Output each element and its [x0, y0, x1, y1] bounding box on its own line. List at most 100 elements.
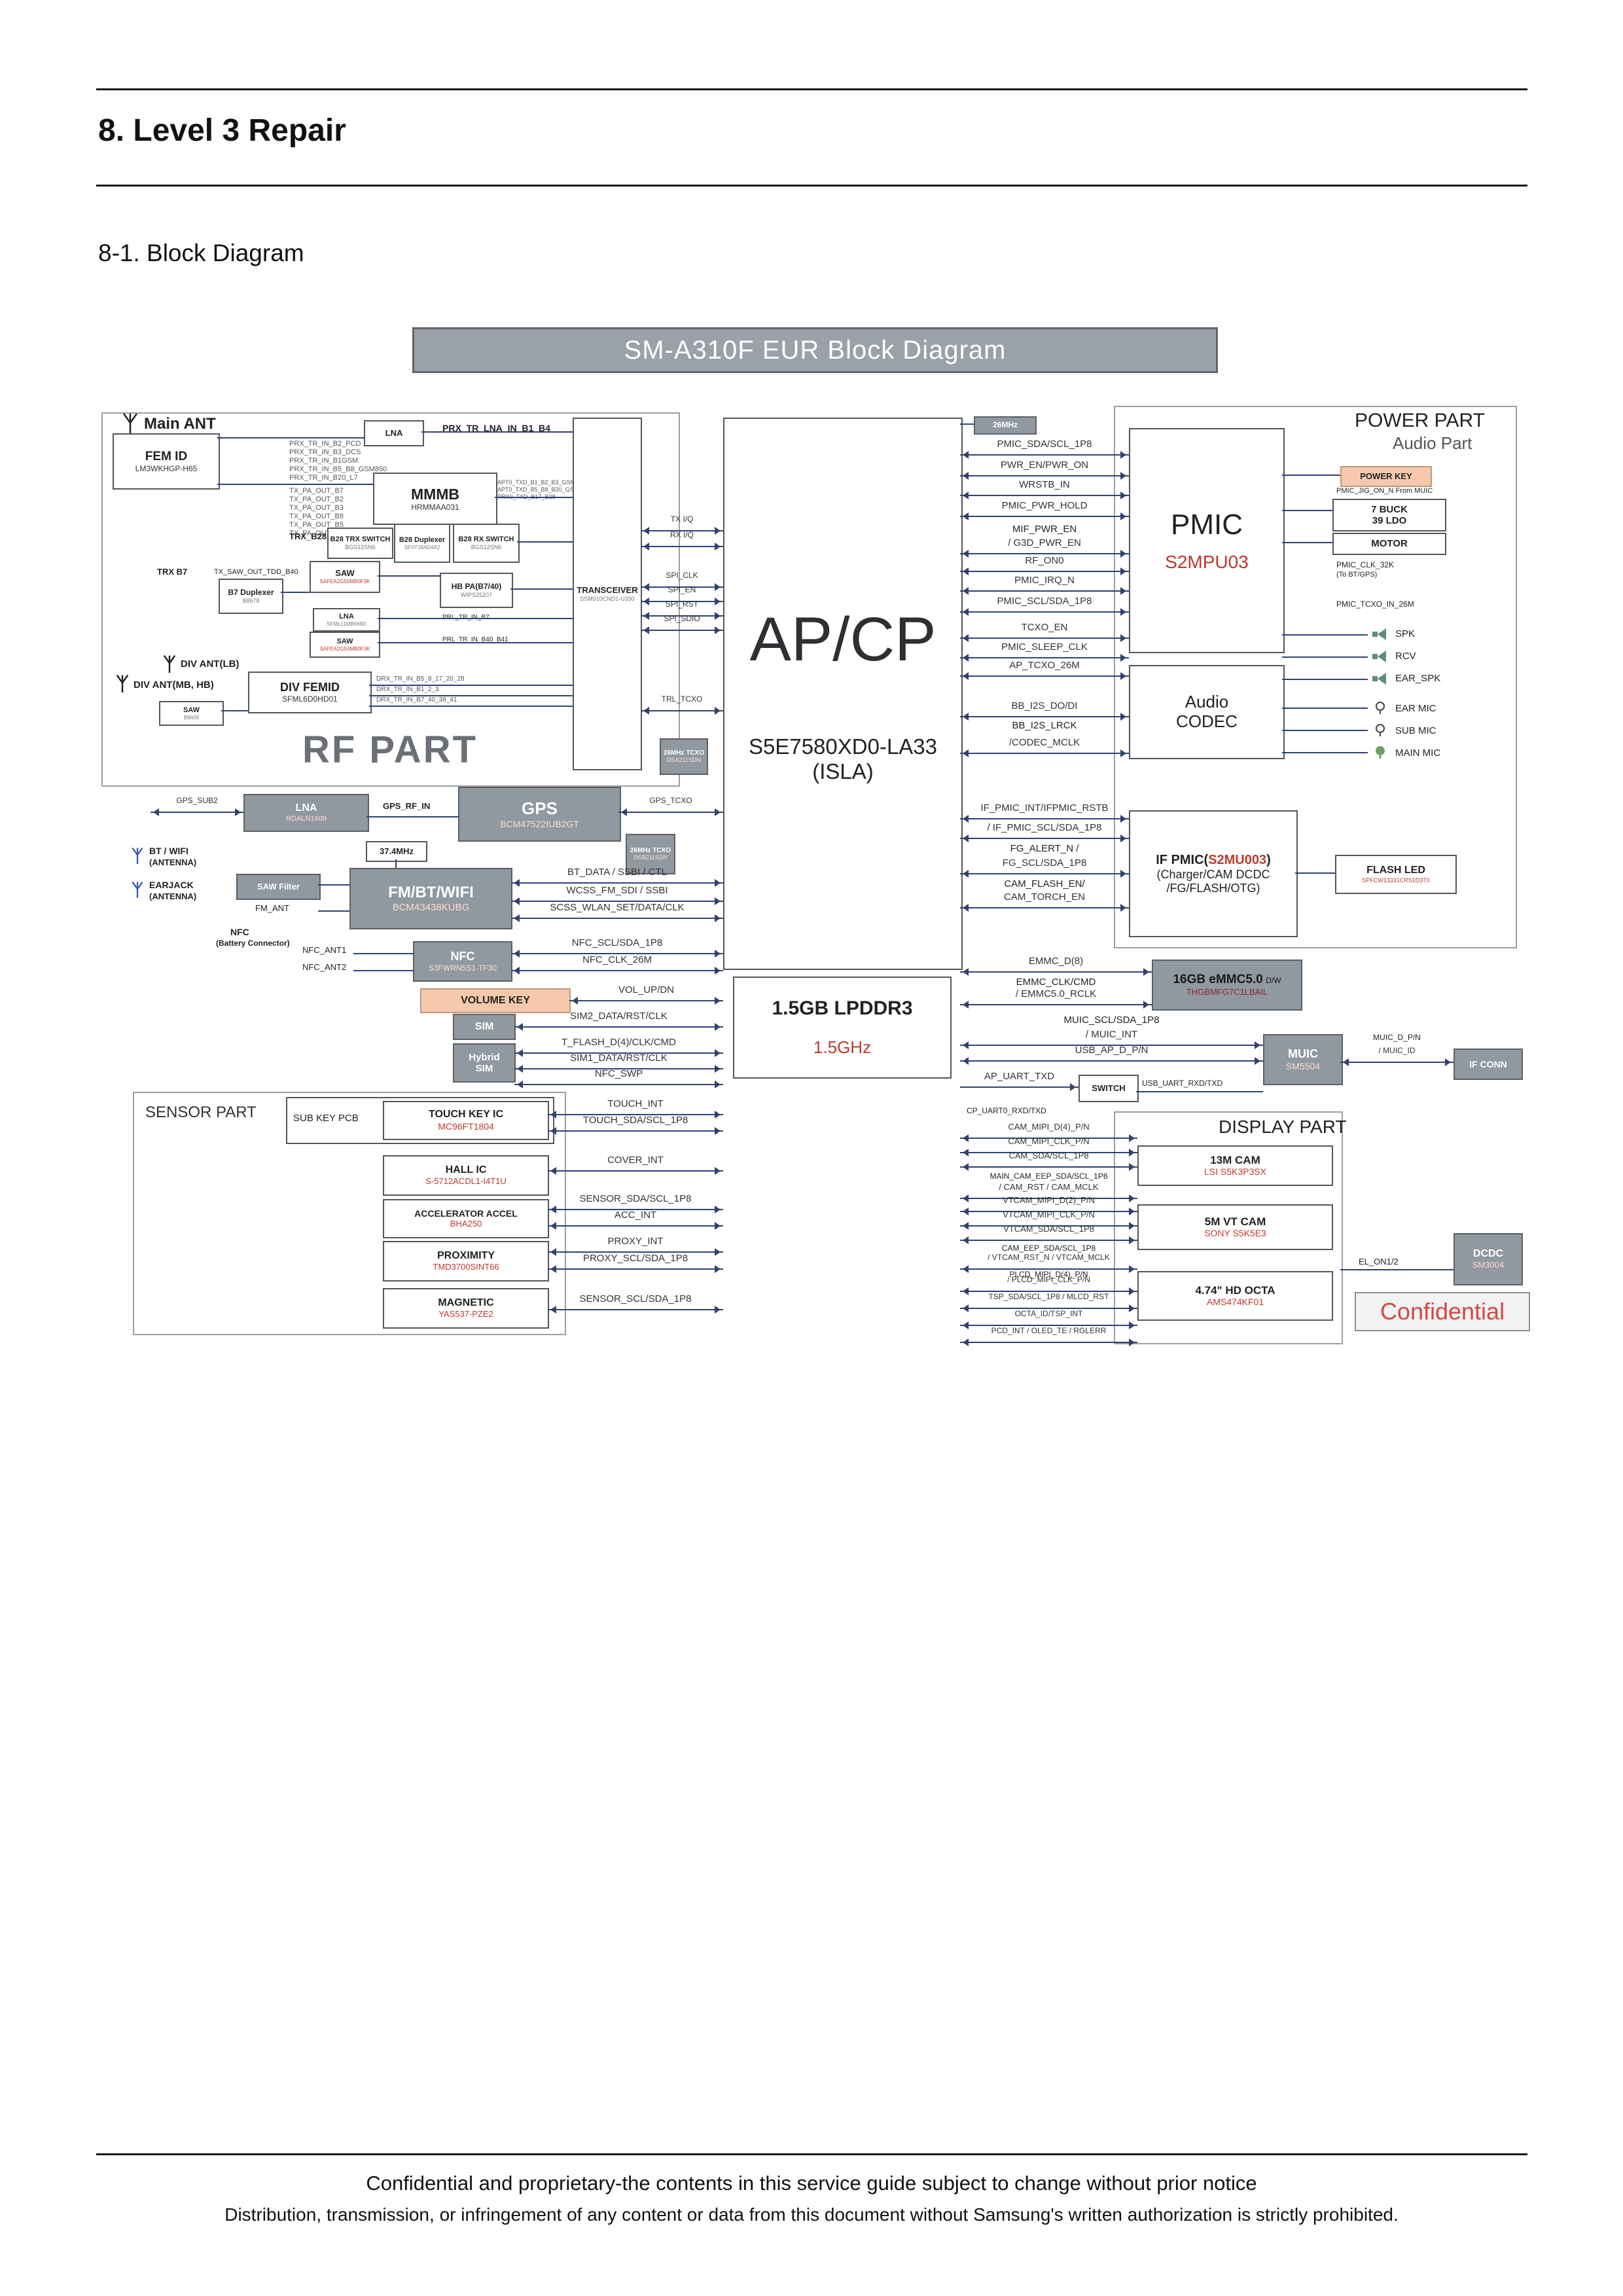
signal-row: PMIC_IRQ_N [960, 575, 1129, 595]
wire [641, 707, 723, 715]
signal-row: SIM1_DATA/RST/CLK [514, 1052, 723, 1073]
el-on-label: EL_ON1/2 [1359, 1257, 1399, 1266]
prl-b7-label: PRL_TR_IN_B7 [442, 614, 490, 621]
signal-row: VTCAM_SDA/SCL_1P8 [960, 1224, 1137, 1244]
wire [960, 1222, 1137, 1230]
tcxo-in-label: PMIC_TCXO_IN_26M [1336, 600, 1414, 609]
uart-switch-block: SWITCH [1079, 1075, 1139, 1102]
magnetic-block: MAGNETIC YAS537-PZE2 [383, 1288, 549, 1329]
audio-codec-block: Audio CODEC [1129, 665, 1285, 759]
gps-lna-block: LNA RDALN1609 [243, 794, 369, 832]
wire [960, 1083, 1079, 1091]
wire [641, 612, 723, 620]
wire [960, 634, 1129, 642]
wire [960, 968, 1152, 976]
signal-row: RX I/Q [641, 530, 723, 550]
wire [1282, 510, 1332, 511]
signal-row: WRSTB_IN [960, 479, 1129, 499]
gps-tcxo-block: 26MHz TCXO DSB211SDN [626, 834, 675, 874]
wire [960, 1149, 1137, 1157]
wire [318, 884, 349, 886]
pmic-block: PMIC S2MPU03 [1129, 428, 1285, 653]
signal-row: SPI_SDIO [641, 614, 723, 634]
signal-label: CAM_FLASH_EN/ [1004, 878, 1085, 889]
wire [511, 914, 723, 922]
signal-row: RF_ON0 [960, 555, 1129, 575]
signal-row: TSP_SDA/SCL_1P8 / MLCD_RST [960, 1292, 1137, 1312]
signal-row: CAM_TORCH_EN [960, 891, 1129, 912]
prx-signal-stack: PRX_TR_IN_B2_PCD PRX_TR_IN_B3_DCS PRX_TR… [289, 440, 387, 482]
signal-row: CAM_SDA/SCL_1P8 [960, 1151, 1137, 1171]
main-antenna-icon [122, 412, 139, 438]
wire [353, 970, 413, 971]
signal-row: COVER_INT [548, 1155, 723, 1175]
wire [378, 575, 440, 577]
wire [1295, 872, 1335, 874]
wire [511, 950, 723, 958]
wire [960, 587, 1129, 595]
sub-mic-label: SUB MIC [1395, 725, 1436, 736]
wire [1282, 634, 1368, 636]
main-mic-icon [1373, 745, 1387, 762]
wire [960, 713, 1129, 721]
wire [318, 910, 349, 912]
signal-label: FG_ALERT_N / [1010, 843, 1079, 854]
touch-key-ic-block: TOUCH KEY IC MC96FT1804 [383, 1101, 549, 1140]
signal-row: GPS_SUB2 [151, 796, 243, 816]
signal-row: SPI_EN [641, 585, 723, 605]
nfc-block: NFC S3FWRN5S1-TF30 [413, 941, 512, 982]
prx-lna-label: PRX_TR_LNA_IN_B1_B4 [442, 423, 550, 433]
signal-row: BT_DATA / SSBI / CTL [511, 867, 723, 887]
ear-speaker-icon [1372, 672, 1389, 689]
signal-row: NFC_CLK_26M [511, 954, 723, 975]
fm-bt-wifi-block: FM/BT/WIFI BCM43438KUBG [349, 868, 512, 929]
signal-row: PWR_EN/PWR_ON [960, 459, 1129, 480]
wire [1282, 475, 1340, 476]
sim-block: SIM [453, 1014, 516, 1040]
signal-row: TX I/Q [641, 514, 723, 535]
signal-row: PMIC_PWR_HOLD [960, 500, 1129, 520]
wire [960, 1236, 1137, 1244]
wire [618, 808, 723, 816]
signal-row: IF_PMIC_INT/IFPMIC_RSTB [960, 802, 1129, 823]
emmc-title: 16GB eMMC5.0 D/W [1173, 973, 1281, 987]
flash-led-block: FLASH LED SPFCW13331CRS1D3T0 [1335, 855, 1457, 894]
wire [960, 512, 1129, 520]
main-mic-label: MAIN MIC [1395, 747, 1441, 759]
wire [960, 1208, 1137, 1215]
main-ant-label: Main ANT [144, 415, 216, 433]
if-pmic-block: IF PMIC(S2MU003) (Charger/CAM DCDC /FG/F… [1129, 810, 1298, 937]
ap-clock-block: 26MHz [974, 416, 1037, 435]
signal-row: / CAM_RST / CAM_MCLK [960, 1182, 1137, 1202]
wire [281, 592, 310, 593]
accelerometer-block: ACCELERATOR ACCEL BHA250 [383, 1199, 549, 1238]
if-pmic-title: IF PMIC(S2MU003) [1156, 852, 1271, 867]
wire [514, 1023, 723, 1031]
transceiver-block: TRANSCEIVER SSM910CND1-U330 [573, 418, 642, 770]
footer-notice: Confidential and proprietary-the content… [366, 2172, 1257, 2195]
footer-prohibition: Distribution, transmission, or infringem… [224, 2204, 1399, 2225]
earjack-label: EARJACK [149, 880, 194, 890]
nfc-connector-label2: (Battery Connector) [216, 939, 290, 948]
trx-b28-label: TRX_B28 [289, 531, 327, 541]
tcxo-block: 26MHz TCXO DSA211SDN [660, 738, 708, 775]
signal-row: / MUIC_ID [1340, 1046, 1454, 1066]
earjack-antenna-icon [131, 881, 144, 901]
b28-rx-switch-block: B28 RX SWITCH BGS12SN6 [453, 524, 520, 563]
wire [514, 1065, 723, 1073]
wire [511, 897, 723, 905]
saw-block-1: SAW SAFEA2G50MB0F3K [310, 561, 380, 593]
display-part-label: DISPLAY PART [1219, 1117, 1347, 1137]
wire [378, 618, 573, 619]
wire [641, 626, 723, 634]
signal-label: MAIN_CAM_EEP_SDA/SCL_1P8 [990, 1172, 1108, 1181]
signal-row: / IF_PMIC_SCL/SDA_1P8 [960, 822, 1129, 842]
wire [1282, 656, 1368, 658]
wire [1282, 708, 1368, 709]
wire [548, 1127, 723, 1135]
femid-block: FEM ID LM3WKHGP-H65 [113, 433, 220, 490]
signal-row: / MUIC_INT [960, 1029, 1263, 1049]
wire [960, 1194, 1137, 1202]
cam5-block: 5M VT CAM SONY S5K5E3 [1137, 1204, 1333, 1250]
